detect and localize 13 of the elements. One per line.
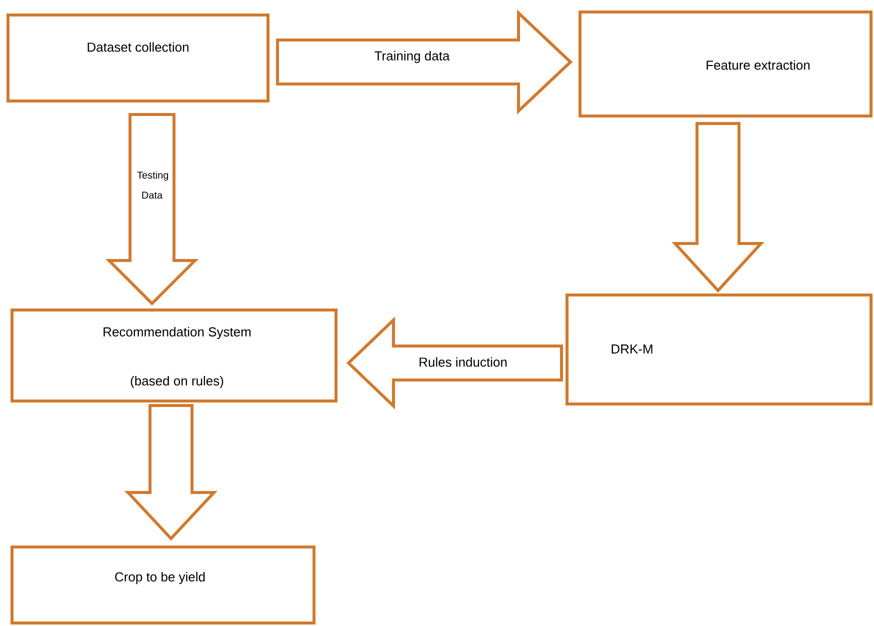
- process-box: Feature extraction: [578, 10, 873, 118]
- process-box: Dataset collection: [6, 14, 270, 102]
- process-box: Recommendation System (based on rules): [10, 308, 338, 402]
- block-arrow: [105, 113, 199, 306]
- block-arrow: [124, 404, 218, 541]
- block-arrow: [672, 122, 764, 293]
- edge-label: Testing Data: [136, 170, 168, 200]
- block-arrow: [276, 10, 573, 114]
- edge-label: Rules induction: [418, 356, 508, 368]
- edge-label: Training data: [373, 50, 451, 64]
- block-arrow: [346, 316, 563, 410]
- process-box: DRK-M: [566, 294, 873, 406]
- process-box: Crop to be yield: [10, 546, 316, 624]
